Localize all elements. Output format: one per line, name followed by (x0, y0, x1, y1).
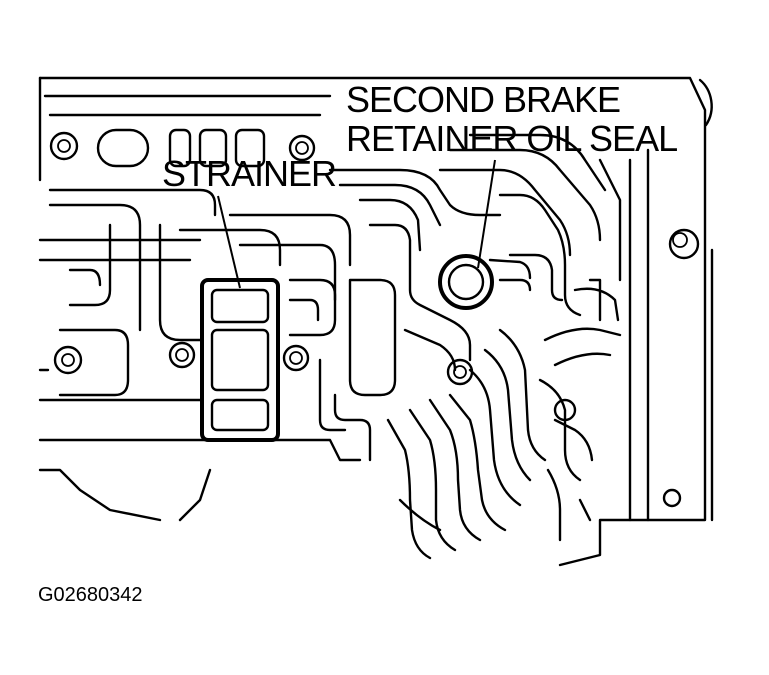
seal-label-line2: RETAINER OIL SEAL (346, 118, 677, 159)
strainer-label: STRAINER (162, 153, 336, 194)
valve-body-plate (38, 76, 714, 567)
figure-id: G02680342 (38, 584, 143, 606)
bolt-holes (49, 131, 700, 508)
leader-lines (217, 159, 496, 289)
channel-network (38, 128, 622, 560)
strainer (200, 278, 280, 442)
oil-seal (438, 254, 532, 310)
seal-label-line1: SECOND BRAKE (346, 79, 620, 120)
